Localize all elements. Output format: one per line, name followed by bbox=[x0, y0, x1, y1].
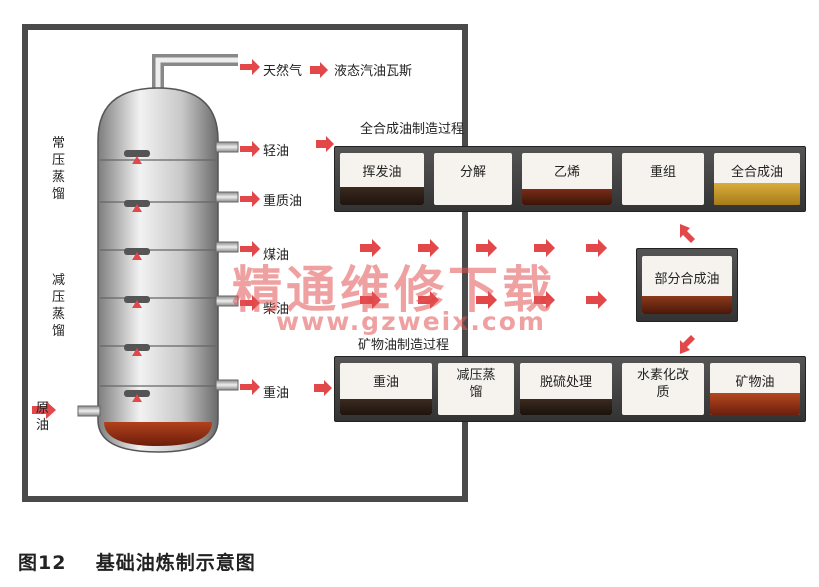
process-frame bbox=[22, 24, 468, 502]
output-label-heavy-oil-top: 重质油 bbox=[263, 194, 303, 209]
partial-synthetic-box: 部分合成油 bbox=[636, 248, 738, 322]
output-label-gas: 天然气 bbox=[263, 64, 303, 79]
section-label-vacuum: 减压蒸馏 bbox=[52, 273, 66, 339]
synthetic-step-5: 全合成油 bbox=[714, 153, 800, 205]
figure-number: 图12 bbox=[18, 552, 67, 574]
synthetic-step-4: 重组 bbox=[622, 153, 704, 205]
output-label-light-oil: 轻油 bbox=[263, 144, 290, 159]
watermark-text: 精通维修下载 bbox=[232, 261, 556, 319]
feed-label: 原油 bbox=[36, 401, 50, 433]
output-label-kerosene: 煤油 bbox=[263, 248, 290, 263]
mineral-step-1: 重油 bbox=[340, 363, 432, 415]
mineral-process-title: 矿物油制造过程 bbox=[358, 338, 450, 353]
arrow-up-from-mineral bbox=[680, 335, 695, 354]
synthetic-process-title: 全合成油制造过程 bbox=[360, 122, 465, 137]
section-label-atmospheric: 常压蒸馏 bbox=[52, 136, 66, 202]
gas-arrow bbox=[310, 62, 328, 78]
figure-title: 基础油炼制示意图 bbox=[95, 552, 256, 574]
feed-arrow bbox=[32, 401, 56, 419]
output-label-lpg: 液态汽油瓦斯 bbox=[334, 64, 413, 79]
synthetic-step-3: 乙烯 bbox=[522, 153, 612, 205]
arrow-down-to-partial bbox=[680, 224, 695, 243]
mineral-step-4: 水素化改质 bbox=[622, 363, 704, 415]
distillation-column bbox=[77, 54, 239, 453]
figure-caption: 图12 基础油炼制示意图 bbox=[18, 548, 256, 575]
synthetic-entry-arrow bbox=[316, 136, 334, 152]
output-label-diesel: 柴油 bbox=[263, 302, 290, 317]
column-output-arrows bbox=[240, 59, 260, 395]
partial-synthetic-label: 部分合成油 bbox=[654, 272, 720, 287]
output-label-heavy-oil-bottom: 重油 bbox=[263, 386, 290, 401]
mineral-step-3: 脱硫处理 bbox=[520, 363, 612, 415]
mineral-step-5: 矿物油 bbox=[710, 363, 800, 415]
watermark-url: www.gzweix.com bbox=[276, 307, 546, 336]
synthetic-process-band: 挥发油 分解 乙烯 重组 全合成油 bbox=[334, 146, 806, 212]
flow-arrows-middle bbox=[360, 239, 607, 309]
mineral-step-2: 减压蒸馏 bbox=[438, 363, 514, 415]
mineral-process-band: 重油 减压蒸馏 脱硫处理 水素化改质 矿物油 bbox=[334, 356, 806, 422]
synthetic-step-1: 挥发油 bbox=[340, 153, 424, 205]
mineral-entry-arrow bbox=[314, 380, 332, 396]
synthetic-step-2: 分解 bbox=[434, 153, 512, 205]
